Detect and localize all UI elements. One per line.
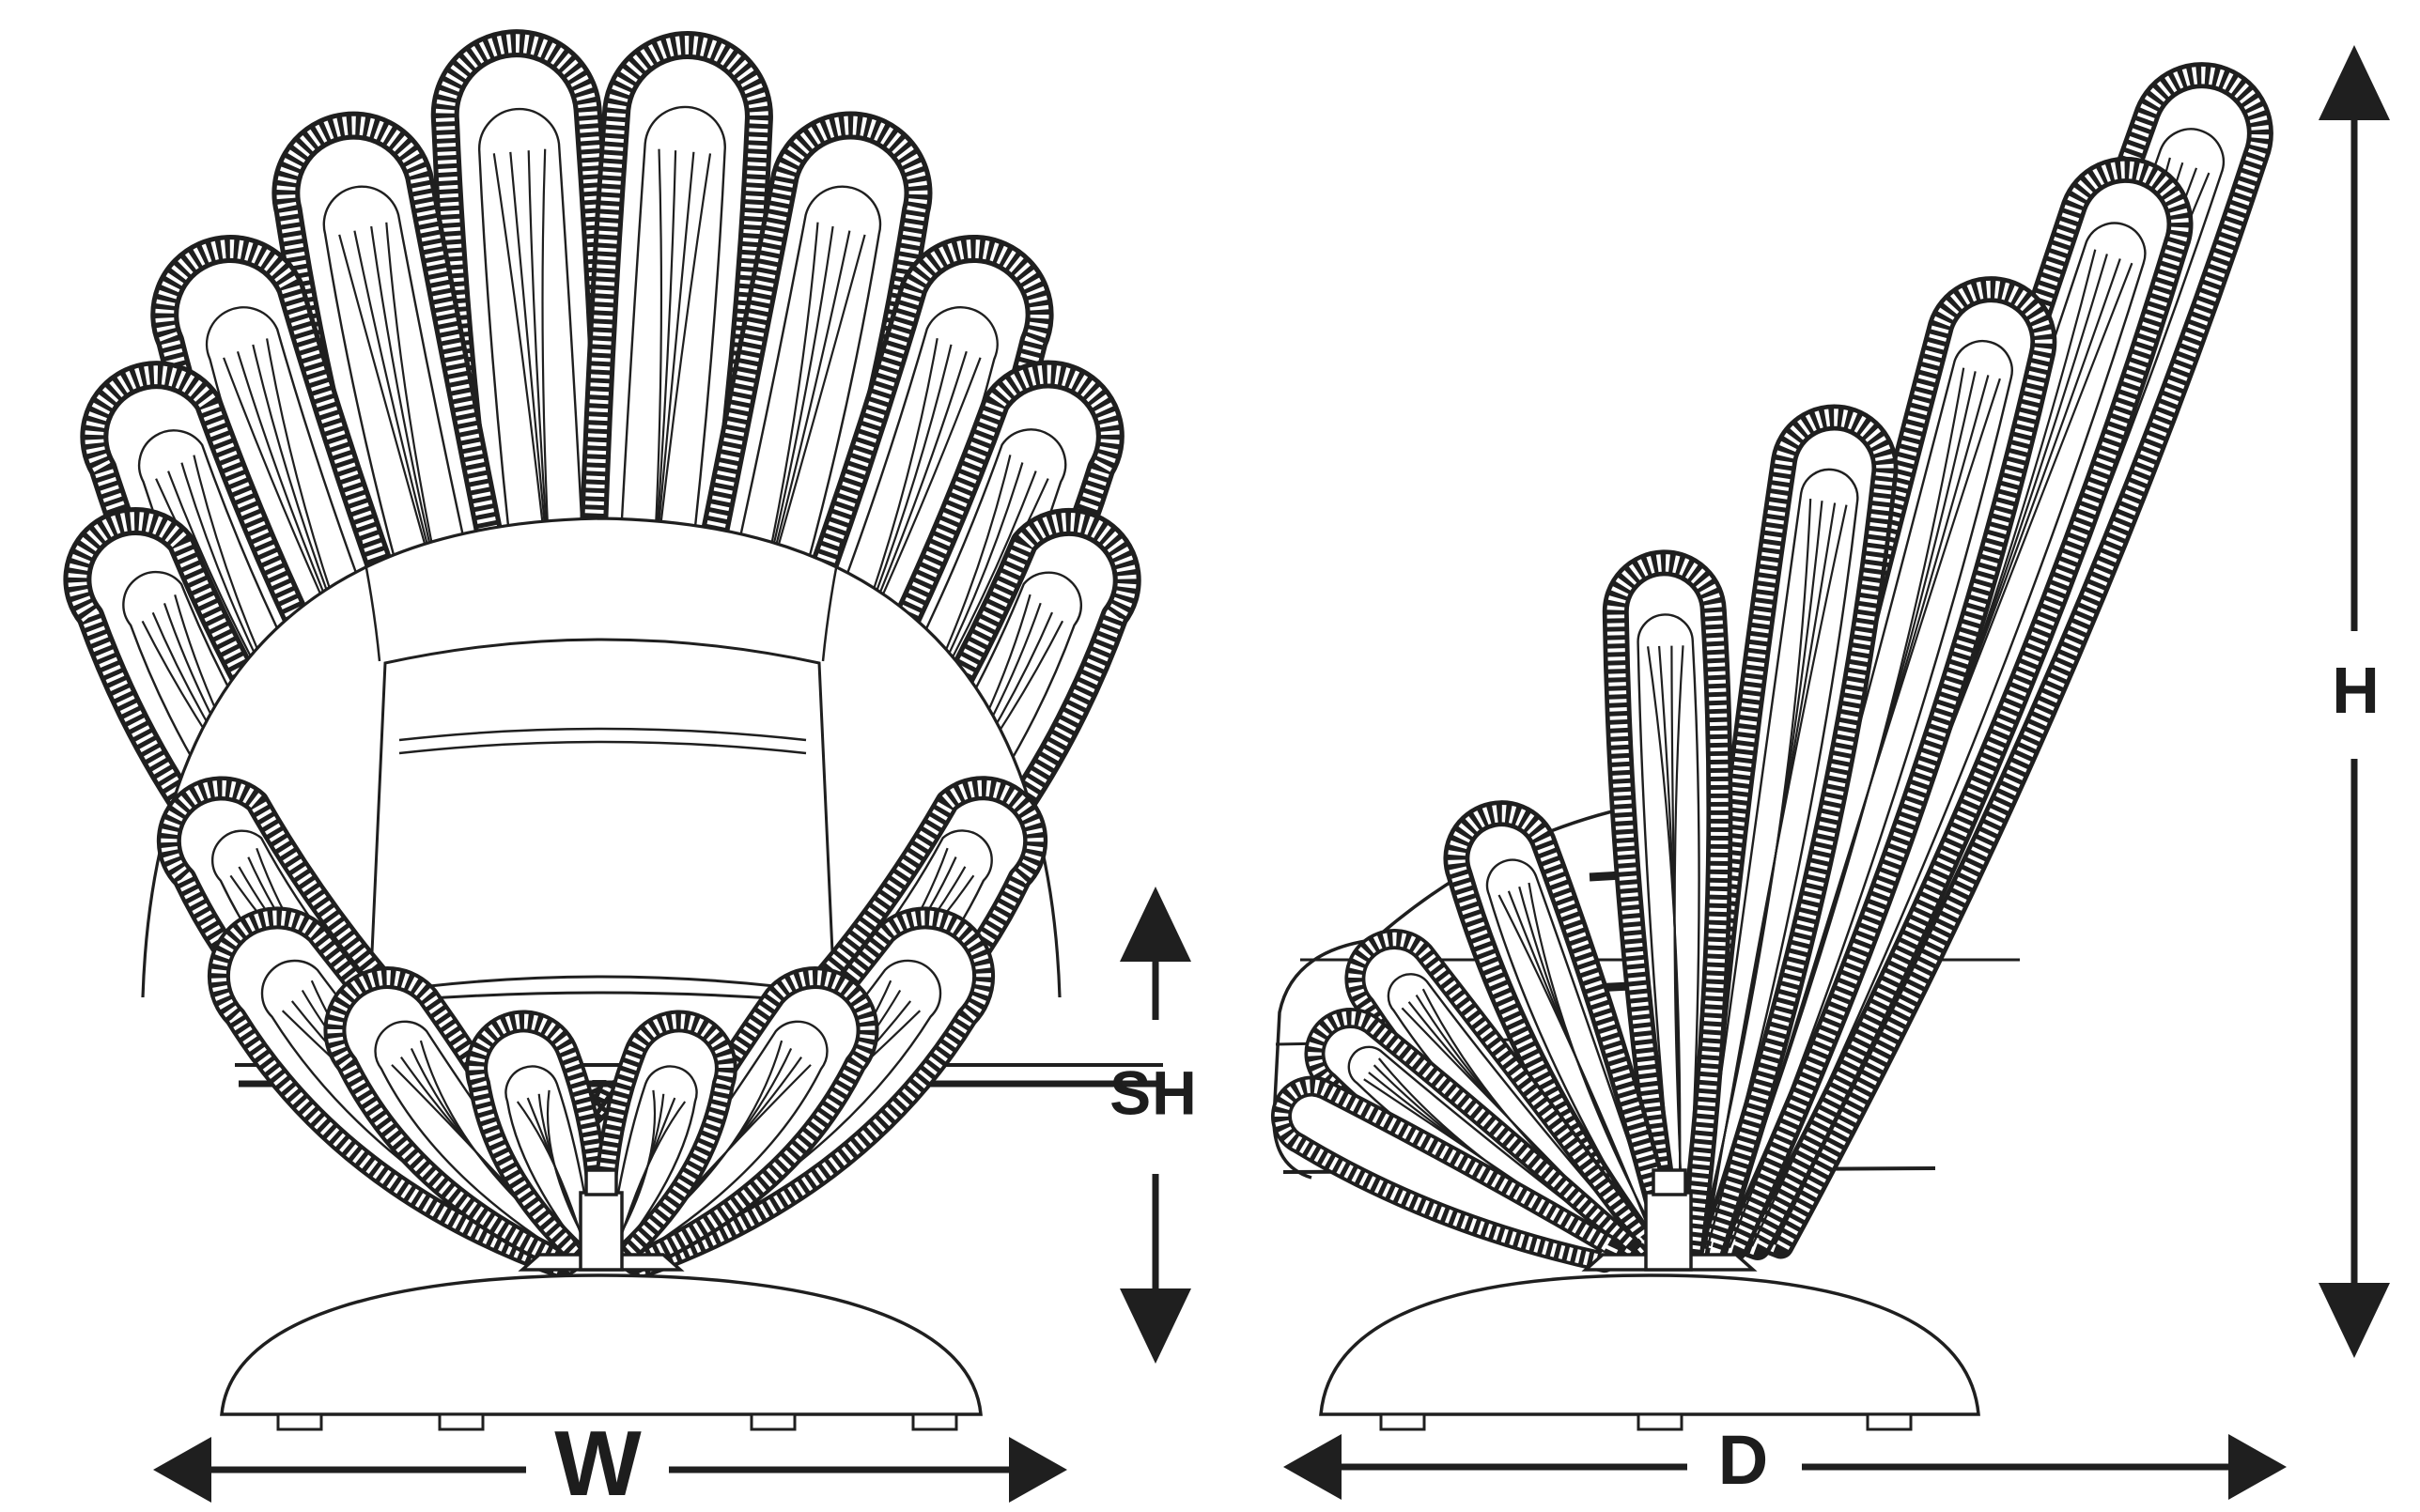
- depth-dimension-arrow: [1283, 1434, 2287, 1500]
- dimension-arrows: [153, 45, 2390, 1503]
- depth-label: D: [1717, 1421, 1770, 1500]
- side-view-drawing: [1270, 62, 2273, 1431]
- width-label: W: [554, 1412, 643, 1512]
- seat-height-dimension-arrow: [1120, 887, 1191, 1364]
- height-dimension-arrow: [2319, 45, 2390, 1358]
- height-label: H: [2332, 654, 2381, 728]
- seat-height-label: SH: [1109, 1057, 1198, 1128]
- width-dimension-arrow: [153, 1437, 1067, 1503]
- front-view-drawing: [63, 29, 1163, 1431]
